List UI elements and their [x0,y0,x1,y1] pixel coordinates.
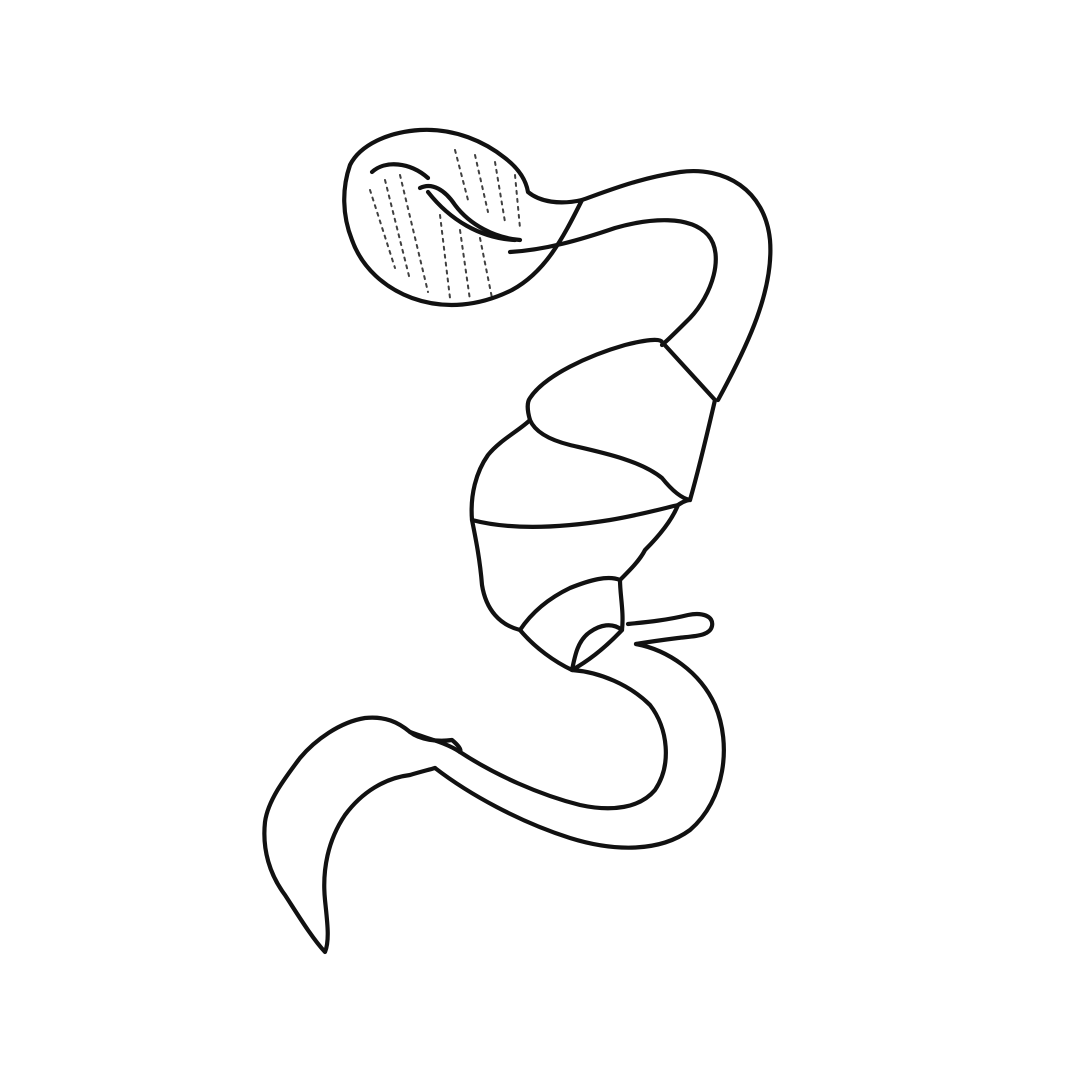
segmented-body [469,337,718,673]
coil-rib [479,237,493,299]
coil-rib [514,174,521,229]
coil-rib [454,149,469,201]
coil-rib [399,174,429,293]
upper-curved-tube [425,169,773,403]
coil-ribs [369,149,521,301]
lower-curved-tube [432,641,726,850]
body-segment-1 [525,337,718,503]
upper-tube-outer [579,169,773,403]
body-segment-4 [517,577,625,673]
stipple-shading [264,134,770,952]
tail-outline [262,715,463,955]
upper-tube-top-edge [425,189,518,243]
coil-rib [384,179,411,281]
side-spur [625,611,715,647]
coil-rib [474,154,489,213]
body-segment-3 [469,502,681,633]
coil-rib [459,229,471,301]
coil-inner-groove [417,183,523,243]
lower-tube-shading [264,630,721,900]
coil-inner-curve [369,162,431,181]
ink-outlines [262,127,773,955]
spur-outline [625,611,715,647]
body-inner-seam [569,623,625,673]
coil-head-shading [345,134,580,302]
lower-tube-outer [432,641,726,850]
spiral-coil-head [342,127,585,308]
lower-tube-inner [457,667,668,811]
hooked-tail [262,715,463,955]
upper-tube-inner [507,218,718,348]
coil-rib [494,161,506,223]
tail-shading [265,723,430,952]
upper-tube-shading [428,174,770,398]
coil-outer-outline [342,127,585,308]
coil-rib [369,189,396,269]
coil-rib [439,214,451,299]
tail-neck-bump [407,729,463,755]
